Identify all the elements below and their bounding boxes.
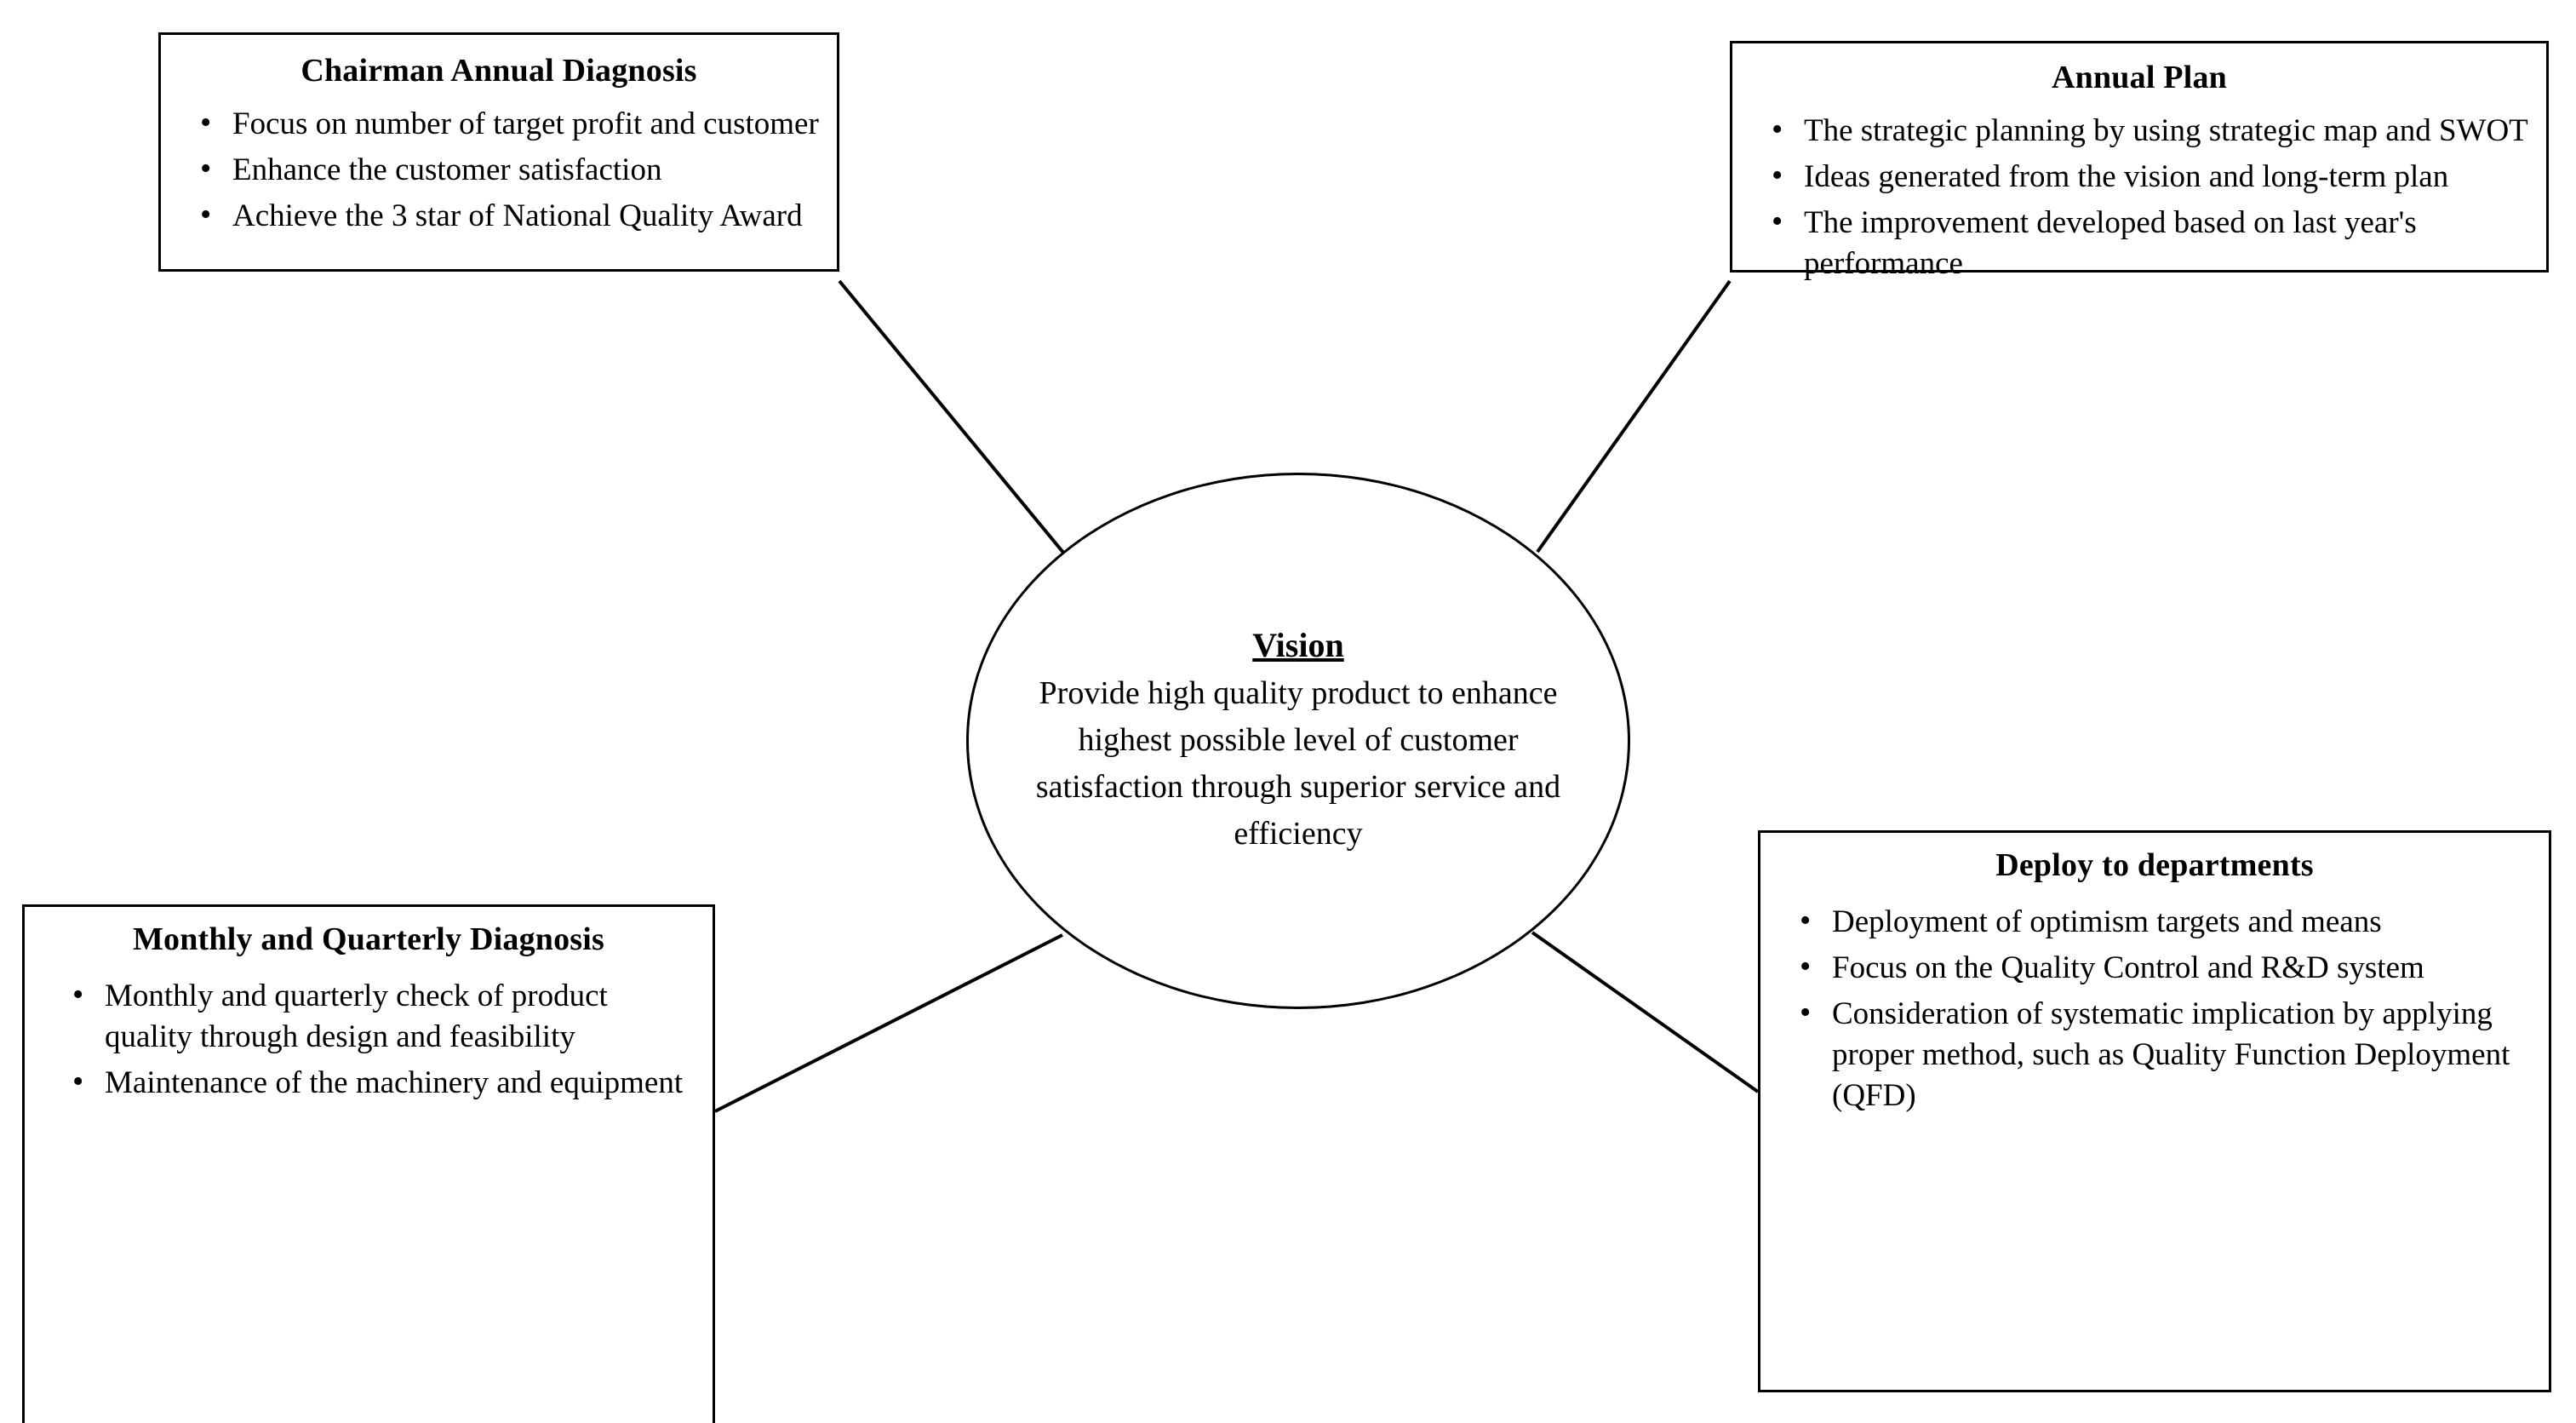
node-bullets-chairman: Focus on number of target profit and cus… bbox=[193, 102, 827, 237]
node-deploy-to-departments: Deploy to departments Deployment of opti… bbox=[1758, 830, 2551, 1392]
list-item: Enhance the customer satisfaction bbox=[193, 148, 827, 191]
list-item: Focus on the Quality Control and R&D sys… bbox=[1793, 946, 2539, 989]
connector-monthly-to-vision bbox=[714, 933, 1063, 1113]
list-item: Consideration of systematic implication … bbox=[1793, 992, 2539, 1116]
connector-deploy-to-vision bbox=[1531, 931, 1760, 1093]
node-monthly-quarterly-diagnosis: Monthly and Quarterly Diagnosis Monthly … bbox=[22, 904, 715, 1423]
list-item: Ideas generated from the vision and long… bbox=[1765, 155, 2536, 198]
list-item: The improvement developed based on last … bbox=[1765, 201, 2536, 284]
vision-body: Provide high quality product to enhance … bbox=[1035, 674, 1561, 852]
vision-title: Vision bbox=[1252, 625, 1344, 664]
node-title-monthly: Monthly and Quarterly Diagnosis bbox=[132, 921, 605, 957]
connector-chairman-to-vision bbox=[838, 279, 1066, 555]
node-title-chairman: Chairman Annual Diagnosis bbox=[301, 53, 697, 89]
connector-annual-plan-to-vision bbox=[1536, 279, 1732, 554]
node-annual-plan: Annual Plan The strategic planning by us… bbox=[1730, 41, 2549, 281]
node-title-deploy: Deploy to departments bbox=[1995, 847, 2314, 883]
vision-content: Vision Provide high quality product to e… bbox=[1017, 624, 1579, 858]
node-title-annual-plan: Annual Plan bbox=[2051, 60, 2227, 95]
list-item: The strategic planning by using strategi… bbox=[1765, 109, 2536, 152]
node-chairman-annual-diagnosis: Chairman Annual Diagnosis Focus on numbe… bbox=[158, 32, 839, 272]
node-bullets-monthly: Monthly and quarterly check of product q… bbox=[66, 974, 702, 1104]
node-vision-ellipse: Vision Provide high quality product to e… bbox=[966, 473, 1630, 1009]
list-item: Focus on number of target profit and cus… bbox=[193, 102, 827, 145]
node-bullets-deploy: Deployment of optimism targets and means… bbox=[1793, 900, 2539, 1116]
list-item: Monthly and quarterly check of product q… bbox=[66, 974, 702, 1058]
list-item: Maintenance of the machinery and equipme… bbox=[66, 1061, 702, 1104]
list-item: Deployment of optimism targets and means bbox=[1793, 900, 2539, 943]
list-item: Achieve the 3 star of National Quality A… bbox=[193, 194, 827, 237]
node-bullets-annual-plan: The strategic planning by using strategi… bbox=[1765, 109, 2536, 284]
